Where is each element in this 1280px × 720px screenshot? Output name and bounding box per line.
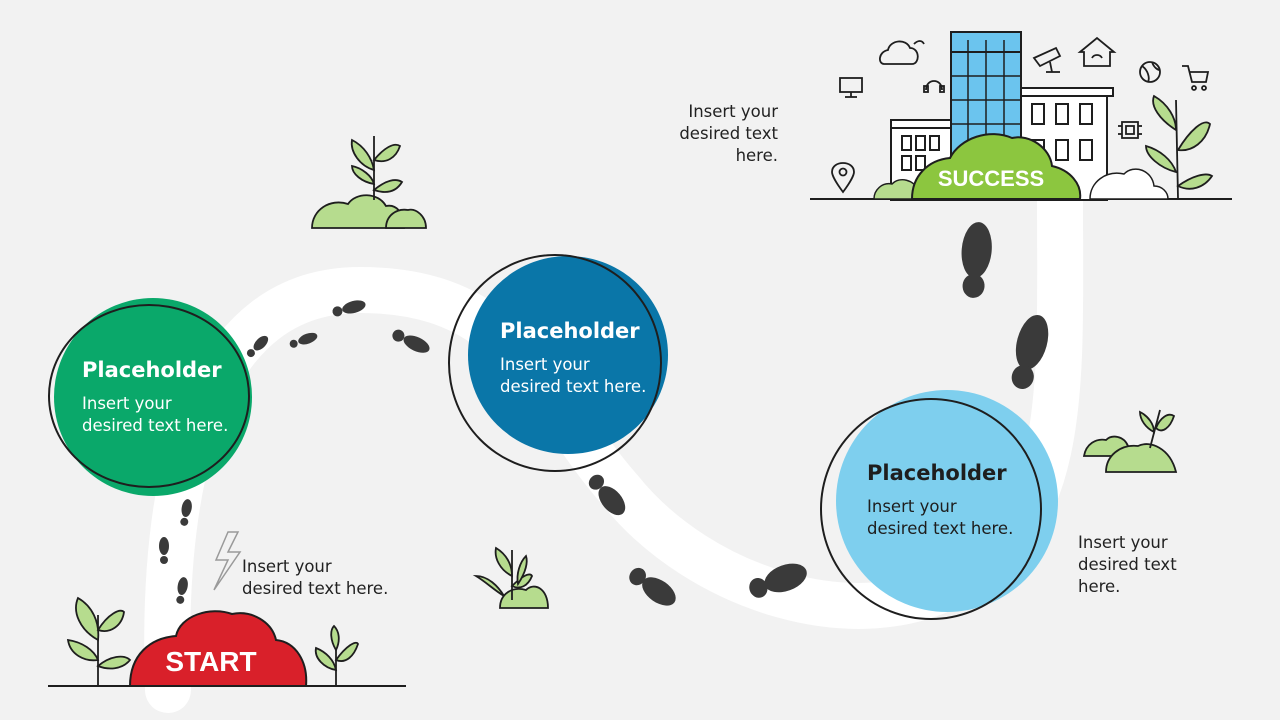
plant-icon [311, 136, 427, 229]
footprint [160, 556, 168, 564]
plant-icon [1082, 409, 1178, 473]
security-camera-icon [1032, 46, 1062, 73]
plant-icon [66, 596, 132, 686]
footprint [961, 222, 992, 278]
note-success: Insert your desired text here. [679, 102, 778, 165]
plant-icon [472, 546, 549, 609]
smart-home-icon [1077, 36, 1117, 67]
footprint [962, 273, 985, 298]
footprint [764, 563, 807, 593]
footprint [159, 537, 169, 555]
footprint [1015, 314, 1049, 370]
step1-title: Placeholder [82, 358, 222, 382]
headphones-icon [923, 80, 945, 93]
shopping-cart-icon [1182, 65, 1210, 91]
footprint [642, 577, 676, 606]
step2-body: Insert your desired text here. [500, 355, 647, 396]
lightning-icon [213, 531, 242, 591]
footprint [332, 306, 343, 317]
footprint [181, 499, 192, 517]
footprint [392, 329, 405, 342]
success-mound [910, 133, 1082, 200]
location-pin-icon [831, 162, 855, 194]
footprint [180, 517, 189, 526]
footprint [289, 339, 298, 348]
step1-ring [48, 304, 250, 488]
footprint [253, 335, 269, 351]
step2-title: Placeholder [500, 319, 640, 343]
monitor-icon [839, 77, 863, 98]
note-start: Insert your desired text here. [242, 557, 389, 598]
footprint [598, 486, 626, 516]
step2-ring [448, 254, 662, 472]
step3-body: Insert your desired text here. [867, 497, 1014, 538]
footprint [629, 567, 646, 586]
footprint [298, 332, 318, 345]
step1-body: Insert your desired text here. [82, 394, 229, 435]
footprint [246, 349, 255, 358]
step3-ring [820, 398, 1042, 620]
footprint [177, 577, 188, 595]
start-mound [128, 610, 308, 687]
globe-icon [1139, 61, 1161, 83]
footprint [342, 300, 366, 314]
footprint [176, 595, 185, 604]
footprint [403, 335, 430, 353]
start-label: START [165, 646, 256, 677]
footprint [749, 577, 768, 598]
footprints [159, 222, 1049, 606]
cloud-icon [879, 40, 925, 65]
step3-title: Placeholder [867, 461, 1007, 485]
chip-icon [1118, 121, 1142, 139]
note-right: Insert your desired text here. [1078, 533, 1177, 596]
plant-icon [314, 624, 359, 686]
plant-icon [1145, 94, 1214, 199]
footprint [1011, 365, 1034, 389]
footprint [588, 474, 605, 490]
success-label: SUCCESS [938, 166, 1044, 191]
